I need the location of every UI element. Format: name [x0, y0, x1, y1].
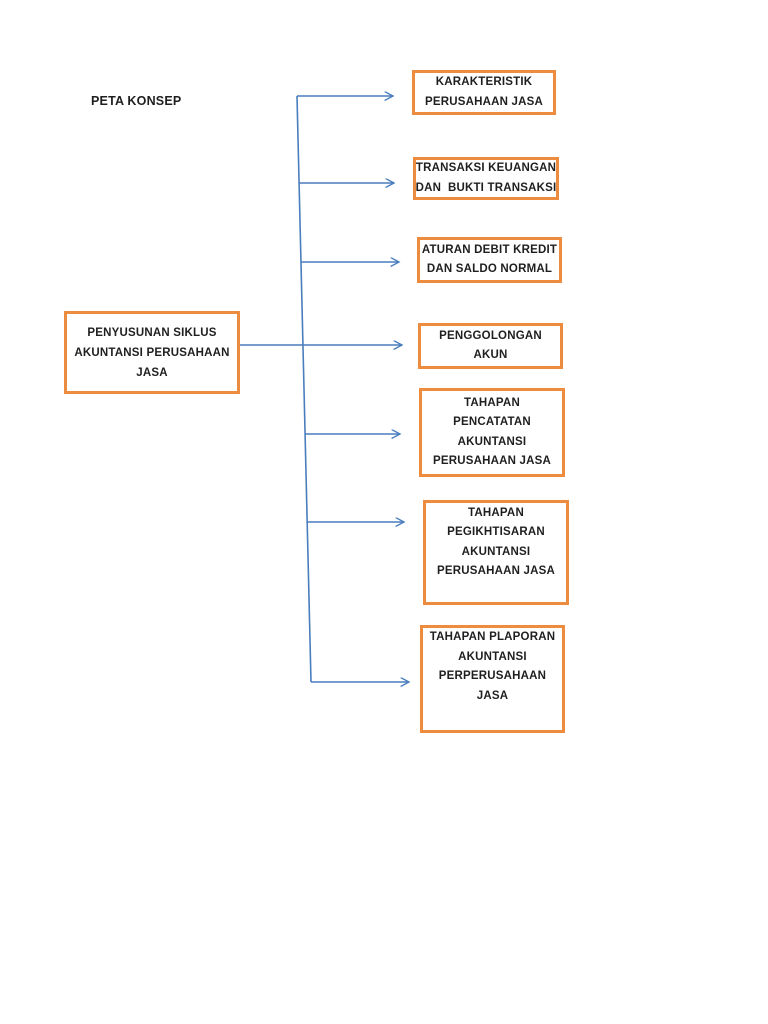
node-label-line: PERUSAHAAN JASA	[432, 455, 552, 467]
node-label-line: AKUNTANSI PERUSAHAAN	[74, 346, 230, 359]
node-label-line: AKUNTANSI	[457, 435, 527, 448]
node-label-line: JASA	[476, 689, 509, 702]
node-aturan-debit-kredit: ATURAN DEBIT KREDIT DAN SALDO NORMAL	[417, 237, 562, 283]
node-label-line: JASA	[136, 366, 168, 379]
node-label-line: PERUSAHAAN JASA	[436, 565, 556, 577]
node-label-line: ATURAN DEBIT KREDIT	[421, 243, 558, 256]
node-label-line: AKUNTANSI	[458, 650, 527, 663]
node-tahapan-pegikhtisaran: TAHAPAN PEGIKHTISARAN AKUNTANSI PERUSAHA…	[423, 500, 569, 605]
node-label-line: TAHAPAN	[464, 396, 520, 409]
node-label-line: TAHAPAN	[468, 506, 524, 519]
node-label-line: DAN BUKTI TRANSAKSI	[415, 181, 557, 194]
node-label-line: DAN SALDO NORMAL	[426, 263, 553, 275]
node-label-line: PERUSAHAAN JASA	[424, 95, 544, 108]
node-label-line: PENGGOLONGAN	[439, 329, 542, 342]
node-label-line: PENCATATAN	[453, 416, 531, 428]
node-tahapan-plaporan: TAHAPAN PLAPORAN AKUNTANSI PERPERUSAHAAN…	[420, 625, 565, 733]
node-penyusunan-siklus: PENYUSUNAN SIKLUS AKUNTANSI PERUSAHAAN J…	[64, 311, 240, 394]
node-label-line: PERPERUSAHAAN	[438, 670, 547, 682]
node-label-line: PENYUSUNAN SIKLUS	[87, 326, 217, 339]
node-label-line: AKUNTANSI	[461, 545, 531, 558]
node-label-line: AKUN	[473, 349, 508, 361]
node-penggolongan-akun: PENGGOLONGAN AKUN	[418, 323, 563, 369]
node-transaksi-keuangan: TRANSAKSI KEUANGAN DAN BUKTI TRANSAKSI	[413, 157, 559, 200]
node-karakteristik: KARAKTERISTIK PERUSAHAAN JASA	[412, 70, 556, 115]
page-title: PETA KONSEP	[91, 94, 182, 108]
node-label-line: TRANSAKSI KEUANGAN	[415, 162, 557, 174]
node-tahapan-pencatatan: TAHAPAN PENCATATAN AKUNTANSI PERUSAHAAN …	[419, 388, 565, 477]
node-label-line: KARAKTERISTIK	[435, 76, 533, 88]
node-label-line: TAHAPAN PLAPORAN	[429, 631, 556, 643]
trunk-line	[296, 95, 312, 683]
node-label-line: PEGIKHTISARAN	[447, 526, 545, 538]
